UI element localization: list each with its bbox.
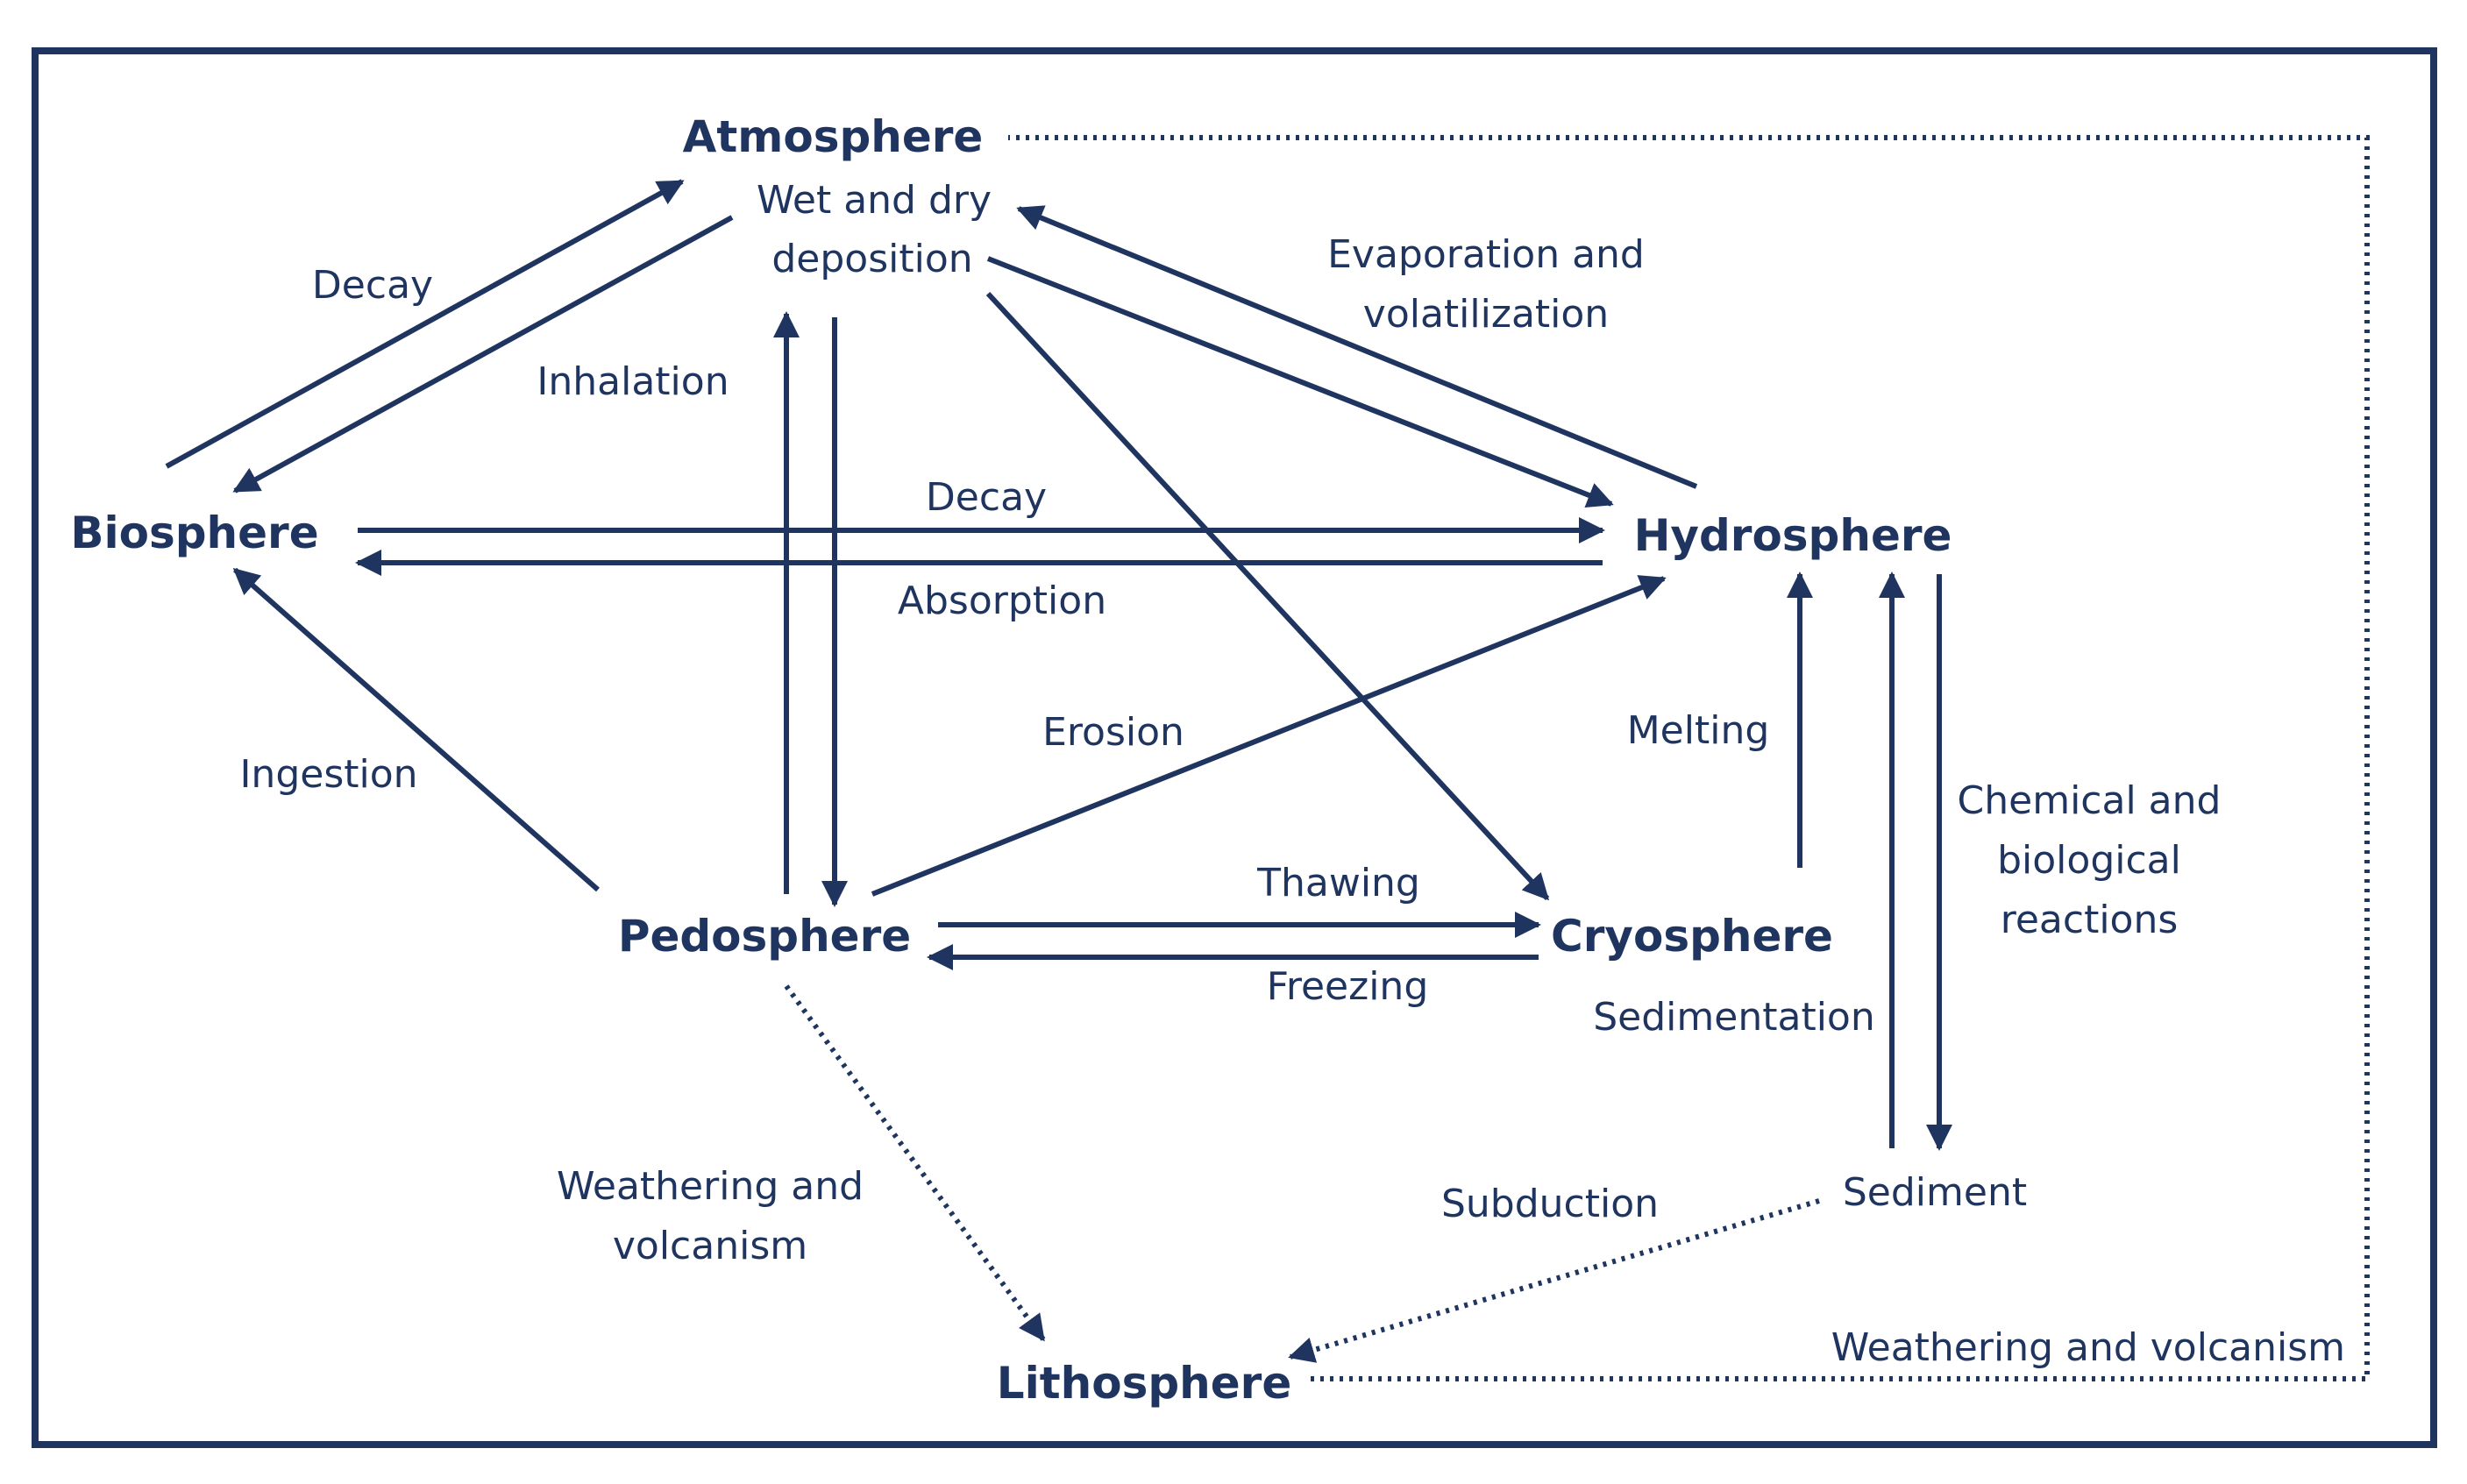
label-thawing: Thawing	[1256, 861, 1420, 905]
node-cryosphere: Cryosphere	[1551, 911, 1833, 962]
arrow-atmosphere-to-hydrosphere	[986, 256, 1614, 508]
label-chemical-line3: reactions	[2001, 898, 2179, 942]
node-lithosphere: Lithosphere	[997, 1358, 1291, 1409]
node-atmosphere: Atmosphere	[683, 111, 984, 162]
label-evaporation-line1: Evaporation and	[1327, 232, 1645, 277]
label-freezing: Freezing	[1267, 964, 1429, 1009]
label-wet-dry-line2: deposition	[771, 237, 972, 281]
label-wet-dry-line1: Wet and dry	[757, 178, 992, 223]
label-weathering-right: Weathering and volcanism	[1831, 1325, 2345, 1370]
arrow-biosphere-to-atmosphere	[165, 179, 685, 469]
label-ingestion: Ingestion	[239, 752, 417, 797]
label-decay-mid: Decay	[926, 475, 1047, 520]
label-weathering-left-line1: Weathering and	[557, 1164, 864, 1209]
label-absorption: Absorption	[898, 579, 1106, 623]
label-weathering-left-line2: volcanism	[613, 1224, 807, 1268]
arrow-atmosphere-to-cryosphere	[985, 291, 1550, 901]
node-biosphere: Biosphere	[70, 508, 318, 558]
dotted-arrow-pedosphere-to-lithosphere	[784, 984, 1046, 1342]
arrow-atmosphere-to-biosphere	[232, 215, 734, 493]
label-chemical-line1: Chemical and	[1958, 778, 2222, 823]
label-inhalation: Inhalation	[537, 359, 729, 404]
arrow-pedosphere-to-biosphere	[232, 567, 600, 892]
label-melting: Melting	[1627, 708, 1770, 753]
node-sediment: Sediment	[1843, 1170, 2027, 1215]
diagram-frame	[32, 47, 2437, 1448]
label-subduction: Subduction	[1441, 1182, 1659, 1226]
arrow-hydrosphere-to-atmosphere	[1016, 205, 1698, 489]
node-pedosphere: Pedosphere	[618, 911, 911, 962]
arrow-pedosphere-to-hydrosphere	[871, 575, 1667, 897]
label-sedimentation: Sedimentation	[1593, 995, 1874, 1040]
label-evaporation-line2: volatilization	[1363, 292, 1609, 337]
label-chemical-line2: biological	[1997, 838, 2181, 883]
node-hydrosphere: Hydrosphere	[1634, 510, 1952, 561]
label-decay-top: Decay	[312, 263, 433, 308]
label-erosion: Erosion	[1042, 710, 1184, 755]
